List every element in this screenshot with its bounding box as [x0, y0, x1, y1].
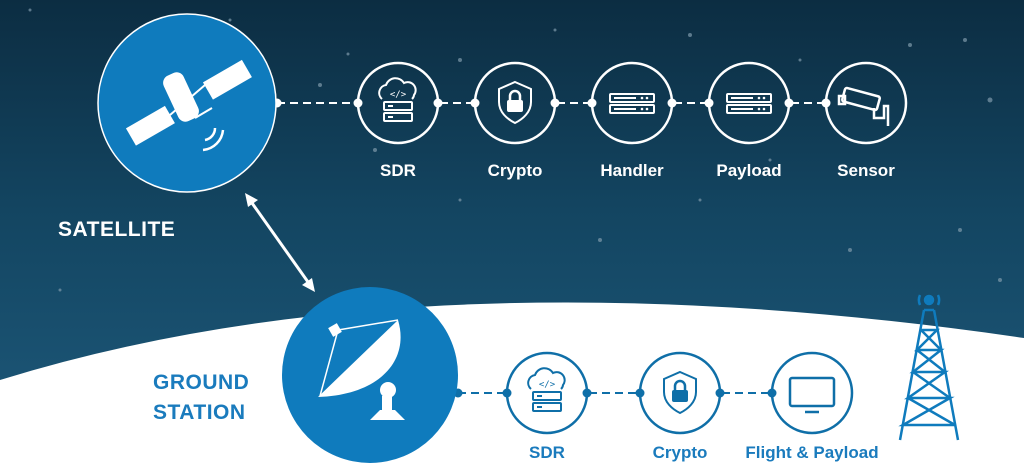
satellite-node	[97, 13, 277, 193]
stars	[28, 8, 1002, 292]
sat-handler-node	[590, 61, 674, 145]
security-camera-icon	[837, 86, 890, 126]
sat-sensor-label: Sensor	[837, 161, 895, 180]
monitor-icon	[788, 376, 836, 414]
sat-crypto-node	[473, 61, 557, 145]
sat-handler-label: Handler	[600, 161, 664, 180]
rack-server-icon	[609, 93, 655, 114]
gs-sdr-label: SDR	[529, 443, 565, 462]
earth-surface	[0, 302, 1024, 467]
gs-crypto-label: Crypto	[652, 443, 708, 462]
ground-station-label-line2: STATION	[153, 401, 246, 424]
rack-server-icon	[726, 93, 772, 114]
satellite-dish-icon	[318, 319, 405, 420]
sat-sdr-node	[356, 61, 440, 145]
shield-lock-icon	[497, 80, 533, 125]
sat-sdr-label: SDR	[380, 161, 416, 180]
gs-flight-payload-label: Flight & Payload	[745, 443, 879, 462]
ground-station-label-line1: GROUND	[153, 371, 250, 394]
gs-crypto-node	[638, 351, 722, 435]
radio-tower-icon	[898, 294, 960, 441]
gs-sdr-node	[505, 351, 589, 435]
sat-crypto-label: Crypto	[487, 161, 543, 180]
link-arrow	[245, 193, 315, 292]
cloud-server-icon	[378, 77, 417, 122]
ground-station-node	[282, 287, 458, 463]
sat-sensor-node	[824, 61, 908, 145]
gs-flight-node	[770, 351, 854, 435]
sat-payload-label: Payload	[716, 161, 782, 180]
satellite-label: SATELLITE	[58, 218, 176, 241]
satellite-icon	[125, 59, 252, 152]
sat-payload-node	[707, 61, 791, 145]
